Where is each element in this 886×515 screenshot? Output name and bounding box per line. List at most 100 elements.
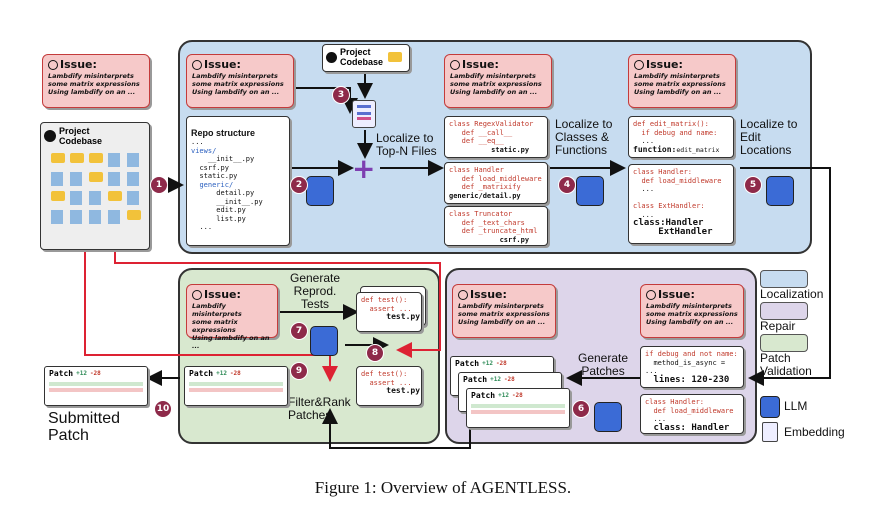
code-line: def edit_matrix(): [633,120,709,128]
test-card: def test(): assert ... test.py [356,292,422,332]
github-icon [634,59,644,70]
code-line: ... [653,415,667,423]
code-line: if debug and not name: [645,350,738,358]
patch-del: -28 [495,360,507,367]
repo-structure-card: Repo structure ... views/ __init__.py cs… [186,116,290,246]
patch-label: Patch [471,391,496,400]
issue-line: some matrix expressions [192,80,284,88]
repo-line: static.py [199,172,238,180]
issue-line: some matrix expressions [458,310,550,318]
location-value: Handler [665,218,704,228]
codebase-line2: Codebase [340,57,384,67]
issue-line: Lambdify misinterprets [450,72,536,80]
legend-embedding: Embedding [784,425,845,439]
github-icon [450,59,460,70]
patch-card: Patch+12-28 [466,388,570,428]
submitted-patch-label: Submitted Patch [48,410,121,444]
code-line: class ExtHandler: [633,202,705,210]
file-name: test.py [386,312,421,321]
step-number: 2 [290,176,308,194]
llm-robot-icon [594,402,622,432]
file-name: generic/detail.py [449,191,521,200]
code-line: class RegexValidator [449,120,534,128]
issue-title: Issue: [204,58,241,71]
repo-line: ... [199,223,213,231]
issue-line: some matrix expressions [450,80,542,88]
step-number: 5 [744,176,762,194]
edit-class-card: class Handler: def load_middleware ... c… [628,164,734,244]
embedding-icon [762,422,778,442]
repo-line: csrf.py [199,163,229,172]
code-line: class Handler: [633,168,693,176]
step-number: 6 [572,400,590,418]
step-number: 8 [366,344,384,362]
github-icon [458,289,468,300]
plus-icon: + [352,152,376,185]
issue-line: Lambdify misinterprets [192,302,242,318]
file-name: static.py [491,145,530,154]
step-filter-rank: Filter&Rank Patches [288,395,351,422]
patch-add: +12 [498,392,509,399]
figure-caption: Figure 1: Overview of AGENTLESS. [314,478,572,497]
code-line: ... [641,137,655,145]
step-number: 4 [558,176,576,194]
embedding-icon [352,100,376,128]
issue-title: Issue: [60,58,97,71]
edit-function-card: def edit_matrix(): if debug and name: ..… [628,116,734,158]
code-line: ... [641,185,655,193]
llm-robot-icon [760,396,780,418]
patch-label: Patch [189,369,214,378]
issue-line: Using lambdify on an ... [458,318,546,326]
repo-title: Repo structure [191,127,256,138]
step-localize-files: Localize to Top-N Files [376,131,437,158]
code-line: class Handler: [645,398,705,406]
code-line: class Handler [449,166,504,174]
code-line: def test(): [361,370,408,378]
step-number: 3 [332,86,350,104]
issue-line: some matrix expressions [192,318,238,334]
codebase-line1: Project [59,126,90,136]
repo-line: detail.py [216,189,255,197]
issue-line: some matrix expressions [646,310,738,318]
repo-line: __init__.py [216,197,263,206]
code-line: method_is_async = [653,358,726,367]
code-line: ... [641,210,655,219]
step-number: 1 [150,176,168,194]
patch-add: +12 [76,370,87,377]
legend-repair: Repair [760,319,796,333]
step-generate-patches: Generate Patches [578,351,629,378]
test-card-filter: def test(): assert ... test.py [356,366,422,406]
issue-title: Issue: [462,58,499,71]
code-line: def test(): [361,296,408,304]
legend-validation: Patch Validation [760,351,812,378]
issue-title: Issue: [204,288,241,301]
file-name: test.py [386,386,421,395]
issue-title: Issue: [658,288,695,301]
issue-line: Lambdify misinterprets [192,72,278,80]
patch-del: -28 [89,370,101,377]
code-line: def _truncate_html [461,227,538,235]
code-line: assert ... [369,304,412,313]
code-line: def load_middleware [641,176,722,185]
ranked-patch-card: Patch+12-28 [184,366,288,406]
repo-line: edit.py [216,206,246,214]
issue-line: Using lambdify on an ... [646,318,734,326]
issue-line: Using lambdify on an ... [48,88,136,96]
code-line: def load_middleware [461,174,542,183]
location-value: edit_matrix [676,145,720,154]
llm-robot-icon [310,326,338,356]
repair-class-card: class Handler: def load_middleware ... c… [640,394,744,434]
legend-repair-swatch [760,302,808,320]
patch-label: Patch [455,359,480,368]
location-type: class: [633,218,666,228]
patch-add: +12 [482,360,493,367]
github-icon [646,289,656,300]
code-line: if debug and name: [641,128,718,137]
